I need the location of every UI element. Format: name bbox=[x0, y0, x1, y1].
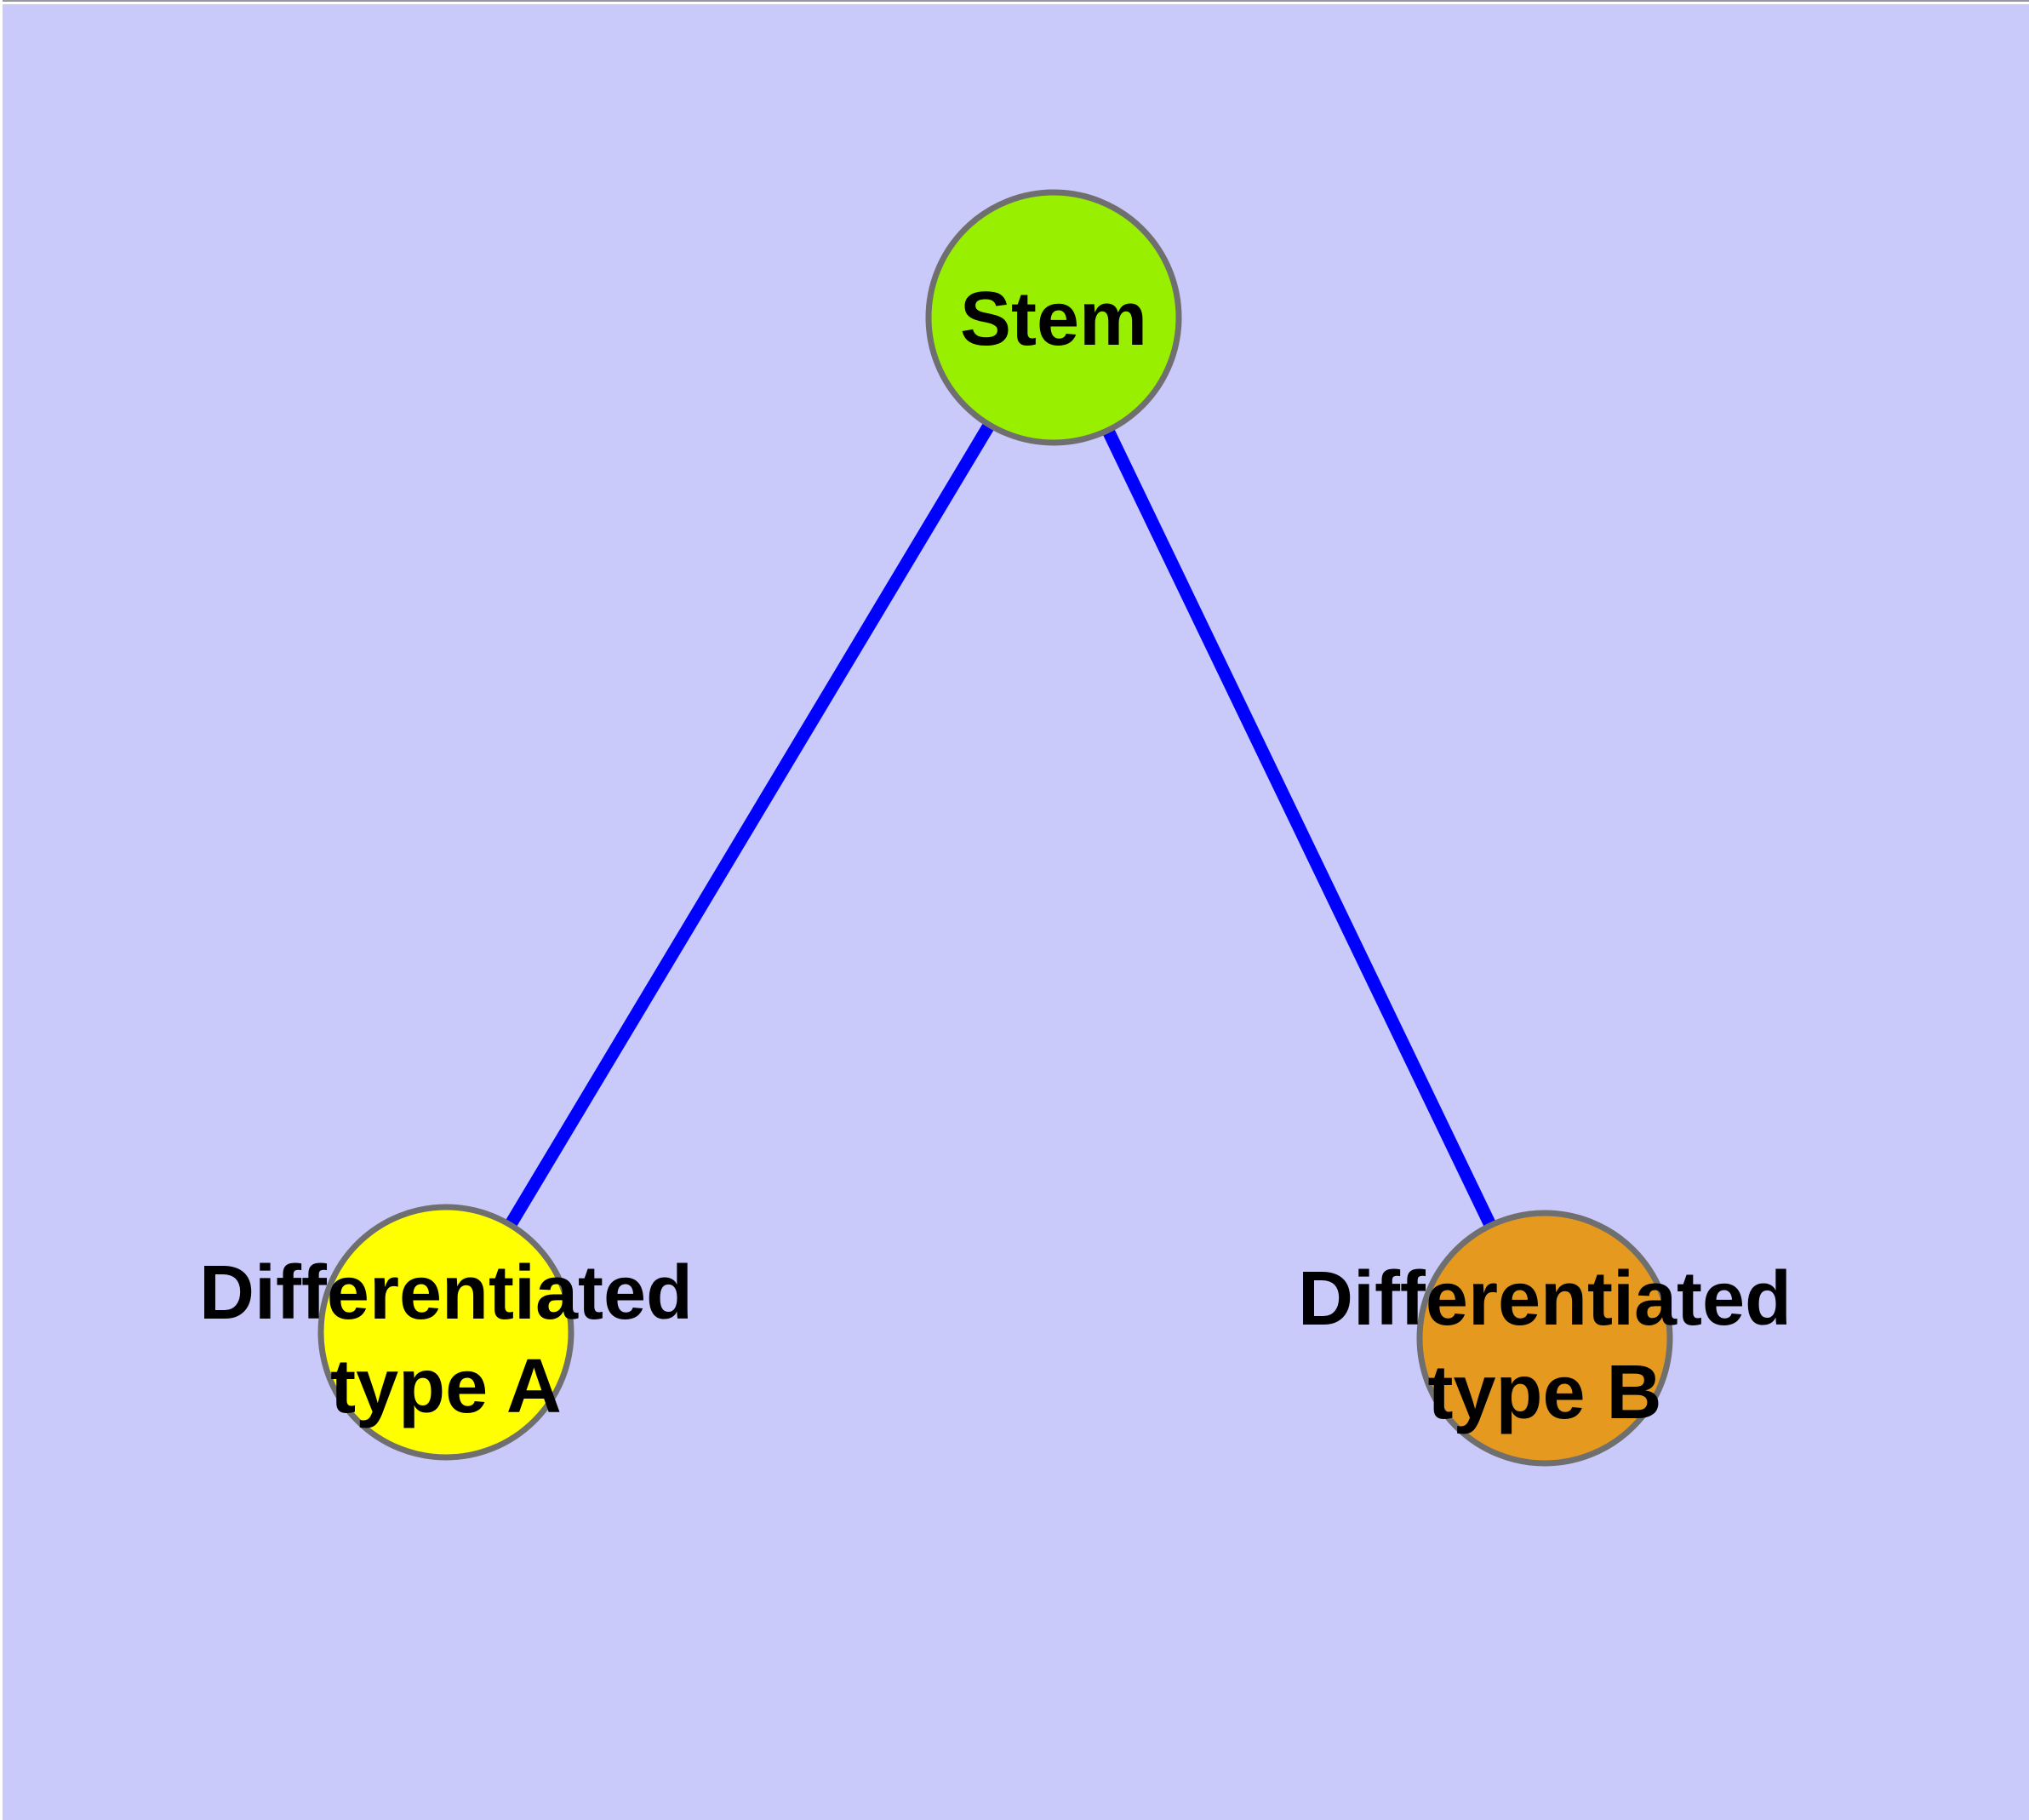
node-type-b-label-line1: Differentiated bbox=[1298, 1256, 1792, 1342]
edge-stem-to-type-a bbox=[440, 314, 1060, 1336]
node-differentiated-type-a bbox=[317, 1204, 574, 1461]
canvas-left-margin bbox=[0, 0, 3, 1820]
node-type-b-label-line2: type B bbox=[1427, 1350, 1661, 1435]
node-stem bbox=[925, 189, 1182, 446]
node-type-a-label-line2: type A bbox=[330, 1344, 562, 1429]
canvas-top-margin bbox=[0, 0, 2029, 4]
edge-stem-to-type-b bbox=[1048, 314, 1551, 1342]
node-differentiated-type-b bbox=[1416, 1210, 1673, 1467]
node-type-a-label-line1: Differentiated bbox=[199, 1251, 693, 1336]
node-stem-label: Stem bbox=[960, 277, 1147, 362]
